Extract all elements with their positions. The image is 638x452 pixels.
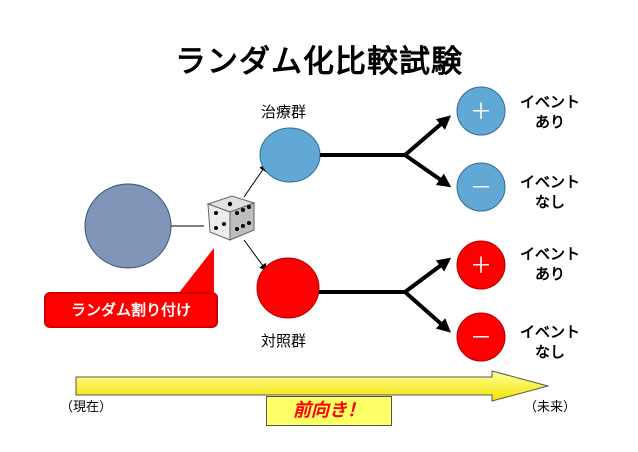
treatment-plus-sign: ＋ <box>470 100 492 125</box>
treatment-event-yes-line2: あり <box>534 113 565 131</box>
timeline-arrow <box>75 370 550 402</box>
control-event-no-line1: イベント <box>519 323 580 341</box>
treatment-plus-circle <box>456 86 506 136</box>
treatment-minus-circle <box>456 162 506 212</box>
control-circle <box>256 257 320 319</box>
dice-icon <box>206 195 256 241</box>
randomization-callout-pointer <box>178 248 214 294</box>
control-event-yes-label: イベント あり <box>510 244 590 284</box>
control-plus-circle <box>456 240 506 290</box>
control-event-yes-line2: あり <box>534 265 565 283</box>
control-event-no-line2: なし <box>534 343 565 361</box>
treatment-event-no-label: イベント なし <box>510 172 590 212</box>
arrow-to-control <box>243 239 268 272</box>
time-end-label: （未来） <box>524 400 577 415</box>
randomization-label: ランダム割り付け <box>44 292 218 328</box>
control-event-yes-line1: イベント <box>519 245 580 263</box>
control-event-no-label: イベント なし <box>510 322 590 362</box>
control-plus-sign: ＋ <box>470 254 492 279</box>
treatment-event-yes-label: イベント あり <box>510 92 590 132</box>
control-branch-minus <box>403 290 451 333</box>
forward-label: 前向き！ <box>266 396 392 426</box>
treatment-event-no-line2: なし <box>534 193 565 211</box>
control-branch-plus <box>403 257 452 294</box>
treatment-circle <box>259 127 321 183</box>
treatment-branch-minus <box>403 153 452 188</box>
control-minus-circle <box>456 312 506 362</box>
page-title: ランダム化比較試験 <box>175 44 463 80</box>
control-minus-sign: － <box>470 326 492 351</box>
treatment-event-yes-line1: イベント <box>519 93 580 111</box>
treatment-branch-plus <box>403 115 452 157</box>
control-group-label: 対照群 <box>261 332 307 350</box>
population-circle <box>84 183 172 269</box>
treatment-event-no-line1: イベント <box>519 173 580 191</box>
time-start-label: （現在） <box>60 400 113 415</box>
treatment-minus-sign: － <box>470 176 492 201</box>
arrow-to-treatment <box>243 163 268 198</box>
treatment-group-label: 治療群 <box>261 103 307 121</box>
